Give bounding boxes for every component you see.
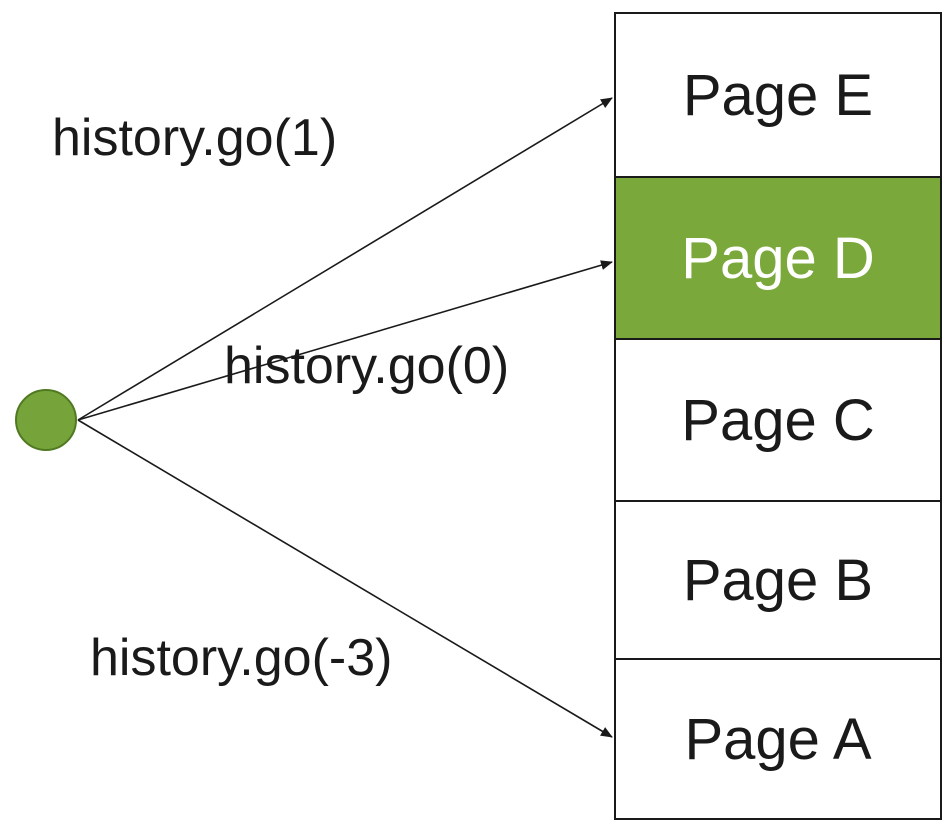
call-label-go-minus-3: history.go(-3): [90, 629, 393, 687]
page-label-e: Page E: [682, 62, 874, 128]
origin-dot: [15, 389, 77, 451]
arrow-to-page-e: [77, 97, 613, 421]
arrow-to-page-a: [77, 419, 613, 738]
page-label-b: Page B: [682, 547, 874, 613]
page-box-a: Page A: [614, 658, 942, 820]
arrow-to-page-d: [77, 260, 613, 421]
page-box-c: Page C: [614, 338, 942, 502]
page-box-e: Page E: [614, 12, 942, 178]
page-label-d: Page D: [681, 225, 875, 291]
page-box-b: Page B: [614, 500, 942, 660]
call-label-go-0: history.go(0): [224, 337, 510, 395]
call-label-go-1: history.go(1): [52, 109, 338, 167]
page-box-d-current: Page D: [614, 176, 942, 340]
page-label-c: Page C: [681, 387, 875, 453]
page-label-a: Page A: [684, 706, 872, 772]
